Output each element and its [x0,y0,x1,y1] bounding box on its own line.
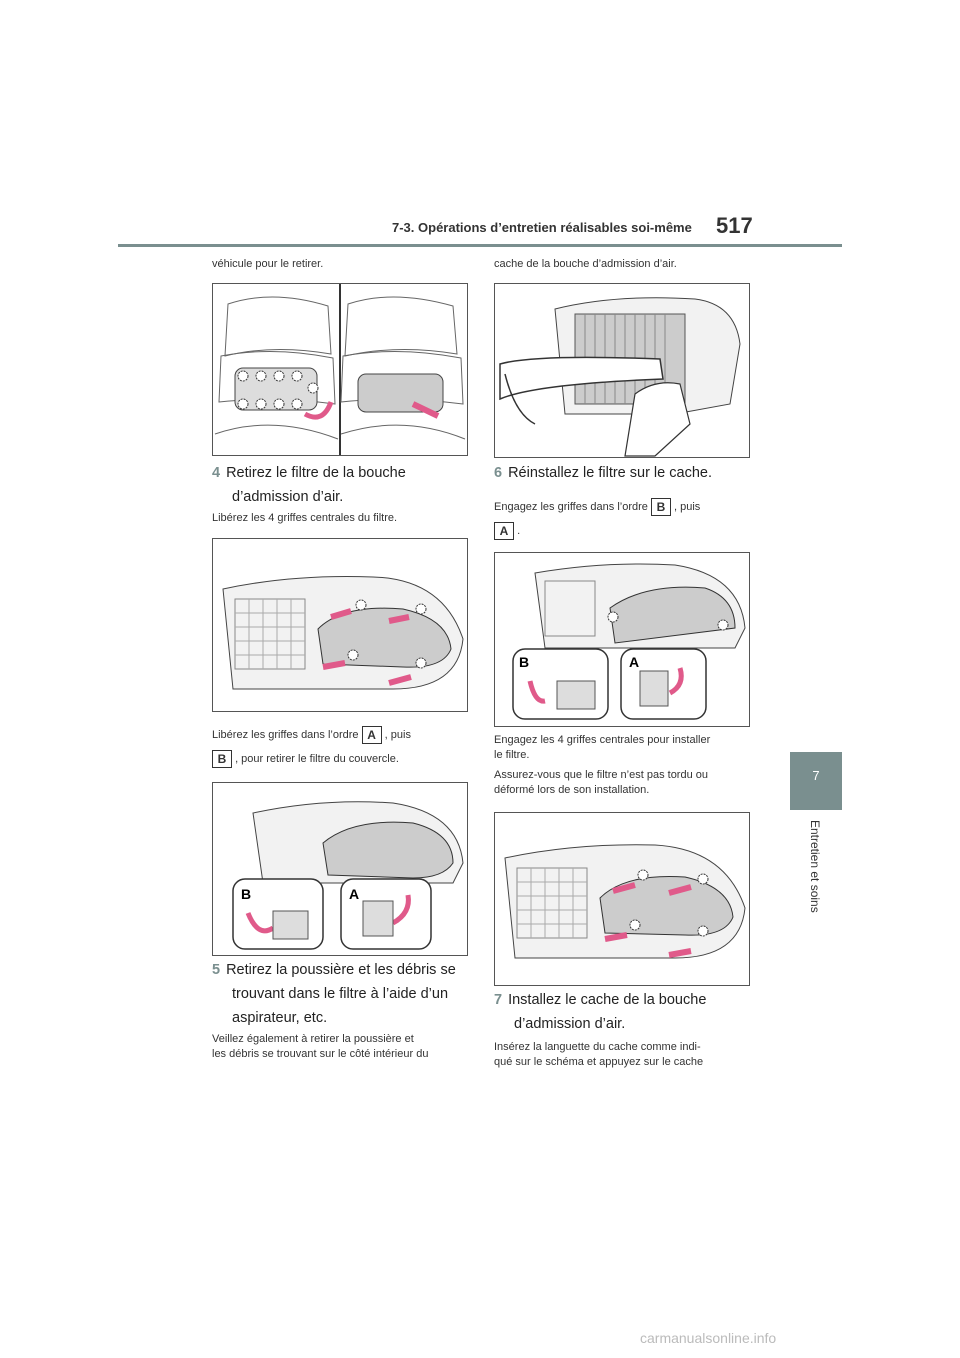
step-4-note: Libérez les 4 griffes centrales du filtr… [212,512,398,524]
step-6-title-text: Réinstallez le filtre sur le cache. [508,465,712,481]
step-7-title-line2: d’admission d’air. [514,1016,626,1032]
watermark: carmanualsonline.info [640,1330,777,1346]
chapter-number: 7 [812,768,820,783]
chapter-tab [790,752,842,810]
step-4-order-text-a: Libérez les griffes dans l’ordre [212,728,359,741]
svg-text:B: B [519,654,529,670]
install-center-claws-illustration [504,844,746,959]
step-4-order-line2: B , pour retirer le filtre du couvercle. [212,750,399,768]
step-6-title: 6 Réinstallez le filtre sur le cache. [494,461,712,485]
chapter-label: Entretien et soins [808,820,822,913]
step-4-title-line2: d’admission d’air. [232,489,344,505]
figure-claws-order-ab: B A [212,782,468,956]
header-rule [118,244,842,247]
step-6-note-1: Engagez les 4 griffes centrales pour ins… [494,733,710,763]
step-4-number: 4 [212,465,221,481]
badge-a: A [361,726,382,744]
step-6-order-line1: Engagez les griffes dans l’ordre B , pui… [494,498,700,516]
figure-filter-claws [212,538,468,712]
seat-cover-illustration [214,284,466,455]
step-5-number: 5 [212,962,221,978]
step-4-order-line1: Libérez les griffes dans l’ordre A , pui… [212,726,411,744]
step-7-note-line1: Insérez la languette du cache comme indi… [494,1041,701,1053]
left-intro-text: véhicule pour le retirer. [212,258,324,270]
badge-a-right: A [494,522,514,540]
svg-text:B: B [241,886,251,902]
step-4-order-text-c: , pour retirer le filtre du couvercle. [235,752,399,765]
right-intro-text: cache de la bouche d’admission d’air. [494,258,677,270]
step-6-note-2: Assurez-vous que le filtre n’est pas tor… [494,768,708,798]
filter-claws-illustration [222,576,464,690]
step-5-title: 5 Retirez la poussière et les débris se t… [212,958,456,1030]
badge-b: B [212,750,232,768]
step-7-title-line1: Installez le cache de la bouche [508,992,707,1008]
svg-text:A: A [629,654,639,670]
figure-vacuum-filter [494,283,750,458]
vacuum-illustration [499,297,741,457]
step-7-title: 7 Installez le cache de la bouche d’admis… [494,988,706,1036]
step-7-number: 7 [494,992,503,1008]
step-6-order-text-a: Engagez les griffes dans l’ordre [494,500,648,513]
step-5-title-line2: trouvant dans le filtre à l’aide d’un [232,986,449,1002]
step-7-note: Insérez la languette du cache comme indi… [494,1040,703,1070]
step-5-title-line3: aspirateur, etc. [232,1010,328,1026]
install-claws-illustration: B A [512,563,746,720]
step-6-order-text-c: . [517,524,521,537]
step-5-title-line1: Retirez la poussière et les débris se [226,962,456,978]
badge-b-right: B [650,498,671,516]
step-6-note-2-line2: déformé lors de son installation. [494,784,650,796]
step-5-note-line2: les débris se trouvant sur le côté intér… [212,1048,429,1060]
section-title: 7-3. Opérations d’entretien réalisables … [392,220,692,235]
step-6-number: 6 [494,465,503,481]
step-4-title-line1: Retirez le filtre de la bouche [226,465,406,481]
claws-order-illustration: B A [232,801,464,950]
figure-install-center-claws [494,812,750,986]
step-4-order-text-b: , puis [384,728,411,741]
step-6-note-1-line1: Engagez les 4 griffes centrales pour ins… [494,734,711,746]
step-7-note-line2: qué sur le schéma et appuyez sur le cach… [494,1056,704,1068]
step-6-note-1-line2: le filtre. [494,749,530,761]
step-4-title: 4 Retirez le filtre de la bouche d’admiss… [212,461,406,509]
page-number: 517 [716,213,753,238]
figure-install-claws-ba: B A [494,552,750,727]
step-6-note-2-line1: Assurez-vous que le filtre n’est pas tor… [494,769,709,781]
step-6-order-line2: A . [494,522,520,540]
svg-text:A: A [349,886,359,902]
step-6-order-text-b: , puis [674,500,701,513]
figure-seat-cover-removal [212,283,468,456]
step-5-note: Veillez également à retirer la poussière… [212,1032,428,1062]
step-5-note-line1: Veillez également à retirer la poussière… [212,1033,414,1045]
